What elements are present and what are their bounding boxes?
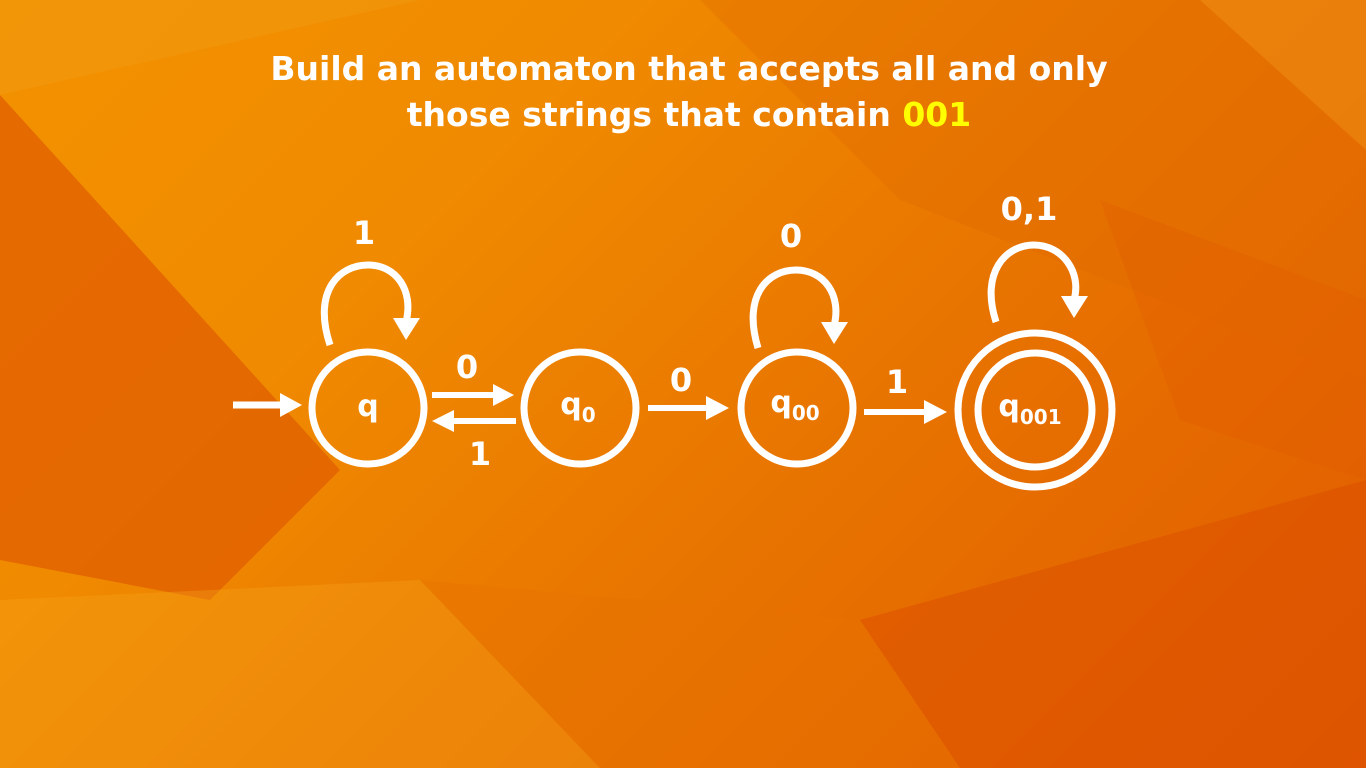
state-q00: q00 [737, 348, 857, 468]
state-q0: q0 [520, 348, 640, 468]
transition-q0-q-label: 1 [469, 435, 491, 473]
state-q001-base: q [998, 389, 1019, 424]
transition-q-q0: 0 [432, 348, 514, 406]
title-line-2: those strings that contain 001 [0, 92, 1366, 138]
transition-q0-q00: 0 [648, 361, 729, 420]
state-q001-label: q001 [998, 389, 1061, 429]
state-q001-subscript: 001 [1020, 405, 1062, 429]
transition-q0-q: 1 [432, 410, 516, 473]
state-q0-subscript: 0 [582, 403, 596, 427]
title-line-1: Build an automaton that accepts all and … [270, 49, 1108, 88]
state-q001: q001 [954, 329, 1116, 491]
transition-q00-q001-label: 1 [886, 363, 908, 401]
loop-q001: 0,1 [987, 190, 1088, 324]
transition-q0-q00-label: 0 [670, 361, 692, 399]
loop-q00-label: 0 [780, 217, 802, 255]
state-q0-label: q0 [560, 387, 595, 427]
title-highlight: 001 [902, 95, 972, 134]
transition-q-q0-label: 0 [456, 348, 478, 386]
diagram-title: Build an automaton that accepts all and … [0, 46, 1366, 138]
loop-q: 1 [320, 214, 420, 347]
loop-q001-label: 0,1 [1001, 190, 1058, 228]
state-q00-subscript: 00 [792, 401, 820, 425]
state-q: q [308, 348, 428, 468]
state-q0-base: q [560, 387, 581, 422]
loop-q00: 0 [749, 217, 848, 350]
state-q00-base: q [770, 385, 791, 420]
state-q-label: q [357, 389, 378, 424]
transition-q00-q001: 1 [864, 363, 947, 424]
start-arrow [233, 393, 302, 417]
loop-q-label: 1 [353, 214, 375, 252]
state-q00-label: q00 [770, 385, 819, 425]
state-q-base: q [357, 389, 378, 424]
title-line-2-prefix: those strings that contain [406, 95, 903, 134]
